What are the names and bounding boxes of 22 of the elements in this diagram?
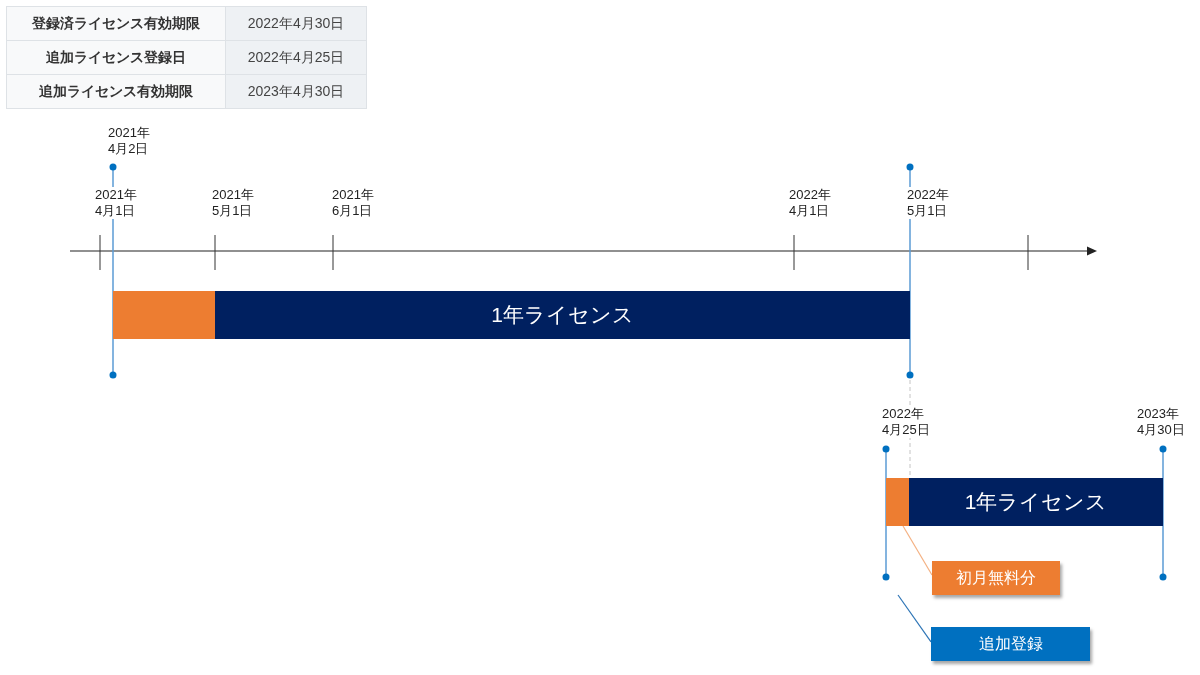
timeline-bar: 1年ライセンス — [215, 291, 910, 339]
date-label: 2022年5月1日 — [907, 187, 949, 219]
date-label: 2022年4月1日 — [789, 187, 831, 219]
table-cell: 2023年4月30日 — [225, 74, 367, 109]
date-label: 2021年6月1日 — [332, 187, 374, 219]
bar-segment — [113, 291, 215, 339]
date-label: 2021年4月1日 — [95, 187, 137, 219]
date-label: 2022年4月25日 — [882, 406, 930, 438]
table-cell: 2022年4月30日 — [225, 6, 367, 41]
date-label: 2023年4月30日 — [1137, 406, 1185, 438]
date-label: 2021年5月1日 — [212, 187, 254, 219]
header-cell: 追加ライセンス登録日 — [6, 40, 226, 75]
date-label: 2021年4月2日 — [108, 125, 150, 157]
timeline-bar: 1年ライセンス — [909, 478, 1163, 526]
bar-segment — [886, 478, 909, 526]
leader-line — [897, 594, 932, 643]
header-cell: 追加ライセンス有効期限 — [6, 74, 226, 109]
header-cell: 登録済ライセンス有効期限 — [6, 6, 226, 41]
callout-box: 追加登録 — [931, 627, 1090, 661]
leader-line — [902, 525, 933, 576]
table-cell: 2022年4月25日 — [225, 40, 367, 75]
callout-box: 初月無料分 — [932, 561, 1060, 595]
